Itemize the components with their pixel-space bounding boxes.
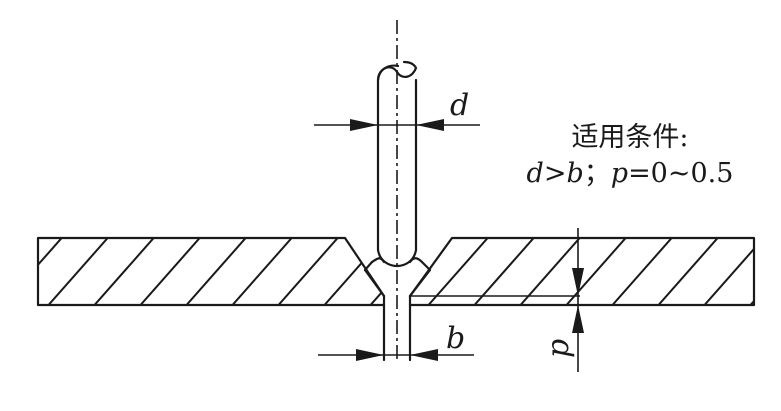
dimension-b [318,349,474,361]
bevel-contact [363,257,432,298]
formula-sep: ； [583,158,611,189]
dimension-p-label: p [541,339,576,358]
right-plate-hatching [410,238,754,305]
dimension-d-label: d [450,88,469,123]
conditions-title: 适用条件: [571,122,689,153]
left-plate-hatching [38,238,384,305]
dimension-b-label: b [446,321,465,356]
formula-range: =0~0.5 [628,158,734,189]
formula-p: p [610,158,629,189]
conditions-formula: d>b；p=0~0.5 [500,156,760,192]
dimension-p [572,228,584,372]
right-plate-outline [408,236,756,307]
conditions-block: 适用条件: d>b；p=0~0.5 [500,120,760,192]
formula-b: b [566,158,584,189]
dimension-d [314,119,480,131]
formula-d: d [526,158,544,189]
formula-gt: > [543,158,567,189]
left-plate-outline [36,236,386,307]
